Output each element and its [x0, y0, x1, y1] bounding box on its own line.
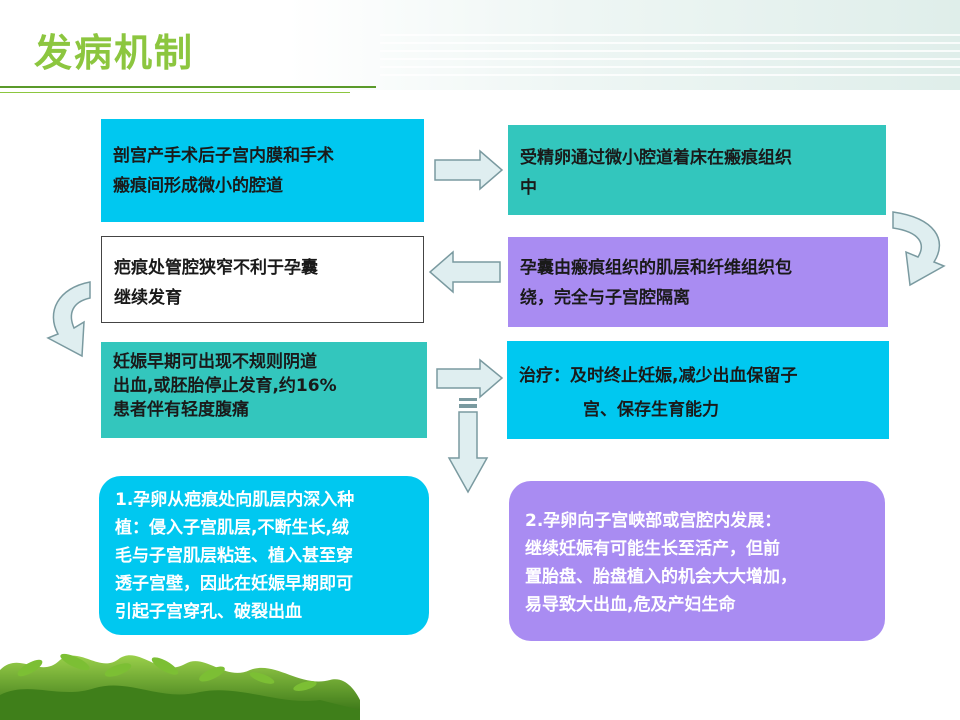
arrow-left-icon [428, 250, 501, 294]
header-stripes [380, 28, 960, 78]
step-text: 疤痕处管腔狭窄不利于孕囊 [114, 258, 318, 278]
step-text: 出血,或胚胎停止发育,约16% [113, 376, 337, 396]
grass-decoration [0, 640, 360, 720]
step-box-narrow-lumen: 疤痕处管腔狭窄不利于孕囊 继续发育 [101, 236, 424, 323]
step-box-sac-enclosed: 孕囊由瘢痕组织的肌层和纤维组织包 绕，完全与子宫腔隔离 [508, 237, 888, 327]
page-title: 发病机制 [34, 31, 195, 75]
outcome-text: 1.孕卵从疤痕处向肌层内深入种 [115, 490, 355, 510]
outcome-text: 引起子宫穿孔、破裂出血 [115, 602, 302, 622]
step-box-cesarean-channel: 剖宫产手术后子宫内膜和手术 瘢痕间形成微小的腔道 [101, 119, 424, 222]
title-rule [0, 86, 376, 88]
curved-arrow-down-icon [46, 281, 91, 358]
outcome-text: 透子宫壁，因此在妊娠早期即可 [115, 574, 353, 594]
step-box-implantation: 受精卵通过微小腔道着床在瘢痕组织 中 [508, 125, 886, 215]
arrow-right-icon [434, 149, 504, 191]
step-text: 受精卵通过微小腔道着床在瘢痕组织 [520, 148, 792, 168]
outcome-text: 2.孕卵向子宫峡部或宫腔内发展： [525, 511, 782, 531]
step-text: 孕囊由瘢痕组织的肌层和纤维组织包 [520, 258, 792, 278]
arrow-right-icon [436, 358, 504, 399]
arrow-down-icon [447, 398, 489, 494]
outcome-box-uterine-cavity: 2.孕卵向子宫峡部或宫腔内发展： 继续妊娠有可能生长至活产，但前 置胎盘、胎盘植… [509, 481, 885, 641]
outcome-box-myometrial: 1.孕卵从疤痕处向肌层内深入种 植：侵入子宫肌层,不断生长,绒 毛与子宫肌层粘连… [99, 476, 429, 635]
step-text: 剖宫产手术后子宫内膜和手术 [113, 146, 334, 166]
step-text: 宫、保存生育能力 [583, 400, 719, 420]
step-text: 患者伴有轻度腹痛 [113, 400, 249, 420]
outcome-text: 继续妊娠有可能生长至活产，但前 [525, 539, 780, 559]
step-text: 治疗：及时终止妊娠,减少出血保留子 [519, 366, 798, 386]
title-rule-thin [0, 92, 350, 93]
step-text: 妊娠早期可出现不规则阴道 [113, 352, 317, 372]
outcome-text: 毛与子宫肌层粘连、植入甚至穿 [115, 546, 353, 566]
outcome-text: 植：侵入子宫肌层,不断生长,绒 [115, 518, 349, 538]
step-text: 中 [520, 178, 537, 198]
step-text: 瘢痕间形成微小的腔道 [113, 176, 283, 196]
outcome-text: 置胎盘、胎盘植入的机会大大增加， [525, 567, 797, 587]
step-text: 继续发育 [114, 288, 182, 308]
step-text: 绕，完全与子宫腔隔离 [520, 288, 690, 308]
step-box-symptoms: 妊娠早期可出现不规则阴道 出血,或胚胎停止发育,约16% 患者伴有轻度腹痛 [101, 342, 427, 438]
curved-arrow-down-icon [892, 211, 946, 287]
step-box-treatment: 治疗：及时终止妊娠,减少出血保留子 宫、保存生育能力 [507, 341, 889, 439]
outcome-text: 易导致大出血,危及产妇生命 [525, 595, 736, 615]
